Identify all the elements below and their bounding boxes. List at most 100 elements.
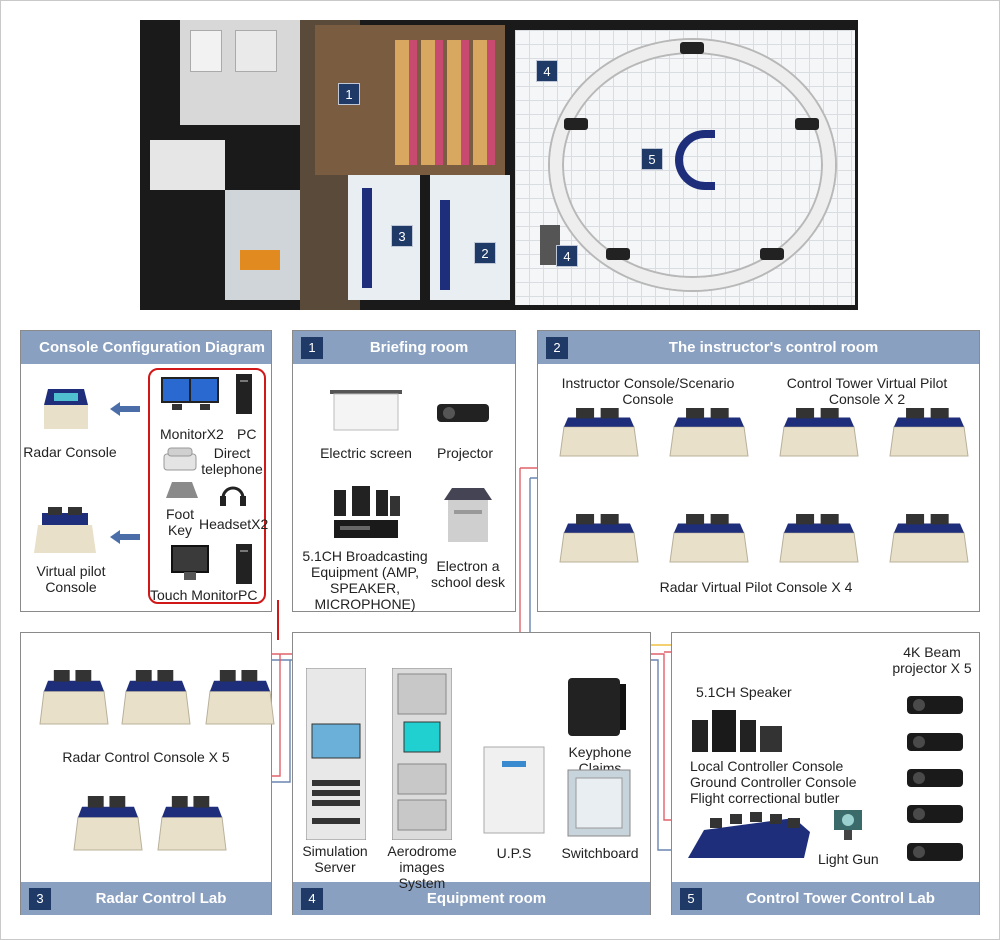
- projector-icon: [606, 248, 630, 260]
- projector-label: Projector: [436, 445, 494, 461]
- arrow-left-icon: [110, 530, 140, 549]
- panel-title: Briefing room: [369, 339, 469, 356]
- speaker-image: [690, 706, 786, 759]
- instructor-room-panel: 2 The instructor's control room: [537, 330, 980, 612]
- virtual-pilot-console-image: [778, 406, 860, 463]
- tower-lab-panel: 5 Control Tower Control Lab: [671, 632, 980, 915]
- beam-projector-icon: [905, 730, 965, 759]
- office-desk: [240, 250, 280, 270]
- electric-screen-label: Electric screen: [320, 445, 412, 461]
- light-gun-image: [826, 800, 870, 847]
- simulation-server-label: Simulation Server: [302, 843, 368, 875]
- radar-control-console-image: [38, 668, 110, 731]
- panel-title: Equipment room: [426, 890, 547, 907]
- beam-projector-icon: [905, 693, 965, 722]
- pc-label: PC: [237, 426, 257, 442]
- equipment-cabinet: [540, 225, 560, 265]
- electronic-desk-label: Electron a school desk: [431, 558, 505, 590]
- pc-tower-icon: [236, 544, 252, 589]
- light-gun-label: Light Gun: [818, 851, 879, 867]
- virtual-pilot-console-image: [668, 406, 750, 463]
- marker-tower: 5: [641, 148, 663, 170]
- aerodrome-label: Aerodrome images System: [387, 843, 457, 891]
- panel-title: Control Tower Control Lab: [746, 890, 935, 907]
- broadcasting-label: 5.1CH Broadcasting Equipment (AMP, SPEAK…: [302, 548, 428, 612]
- virtual-pilot-console-image: [778, 512, 860, 569]
- radar-control-console-image: [72, 794, 144, 857]
- foot-key-icon: [164, 478, 200, 507]
- aerodrome-rack: [391, 667, 453, 845]
- keyphone-image: [566, 676, 626, 743]
- beam-projector-icon: [905, 766, 965, 795]
- headset-icon: [218, 480, 248, 515]
- radar-control-console-label: Radar Control Console X 5: [62, 749, 230, 765]
- projector-icon: [760, 248, 784, 260]
- broadcasting-equipment-image: [330, 486, 402, 547]
- panel-header: 3 Radar Control Lab: [21, 882, 271, 915]
- radar-control-console-image: [156, 794, 228, 857]
- panel-header: 2 The instructor's control room: [538, 331, 979, 364]
- tower-console: [675, 130, 715, 190]
- speaker-label: 5.1CH Speaker: [696, 684, 792, 700]
- ups-image: [482, 745, 546, 840]
- virtual-pilot-console-image: [888, 406, 970, 463]
- pc2-label: PC: [238, 587, 258, 603]
- headset-label: HeadsetX2: [199, 516, 269, 532]
- monitor-icon: [160, 376, 222, 417]
- panel-number: 3: [29, 887, 51, 910]
- panel-title: Radar Control Lab: [95, 890, 227, 907]
- briefing-room-panel: 1 Briefing room: [292, 330, 516, 612]
- briefing-room-desks: [395, 40, 495, 165]
- panel-number: 1: [301, 336, 323, 359]
- switchboard-label: Switchboard: [561, 845, 639, 861]
- tower-virtual-console-label: Control Tower Virtual Pilot Console X 2: [786, 375, 948, 407]
- marker-equipment-bottom: 4: [556, 245, 578, 267]
- beam-projector-icon: [905, 840, 965, 869]
- panel-number: 4: [301, 887, 323, 910]
- radar-console-label: Radar Console: [23, 444, 117, 460]
- panel-header: Console Configuration Diagram: [21, 331, 271, 364]
- virtual-pilot-console-image: [558, 512, 640, 569]
- tower-consoles-label: Local Controller Console Ground Controll…: [690, 758, 857, 806]
- projector-icon: [680, 42, 704, 54]
- electric-screen-image: [330, 390, 402, 437]
- floor-plan: 1 2 3 4 4 5: [140, 20, 858, 310]
- instructor-room-consoles: [440, 200, 450, 290]
- restroom-fixture: [235, 30, 277, 72]
- marker-radar: 3: [391, 225, 413, 247]
- stair-area: [150, 140, 225, 190]
- instructor-console-label: Instructor Console/Scenario Console: [561, 375, 735, 407]
- panel-header: 5 Control Tower Control Lab: [672, 882, 979, 915]
- console-components-box: [148, 368, 266, 604]
- monitor-label: MonitorX2: [160, 426, 224, 442]
- tower-console-image: [684, 808, 814, 869]
- radar-console-image: [40, 385, 92, 431]
- virtual-pilot-console-image: [888, 512, 970, 569]
- switchboard-image: [566, 768, 632, 843]
- virtual-pilot-console-image: [558, 406, 640, 463]
- panel-number: 2: [546, 336, 568, 359]
- panel-header: 4 Equipment room: [293, 882, 650, 915]
- foot-key-label: Foot Key: [165, 506, 194, 538]
- radar-control-console-image: [120, 668, 192, 731]
- marker-briefing: 1: [338, 83, 360, 105]
- virtual-pilot-console-image: [668, 512, 750, 569]
- pc-tower-icon: [236, 374, 252, 419]
- beam-projector-icon: [905, 802, 965, 831]
- restroom-fixture: [190, 30, 222, 72]
- beam-projector-label: 4K Beam projector X 5: [892, 644, 972, 676]
- panel-header: 1 Briefing room: [293, 331, 515, 364]
- electronic-desk-image: [440, 486, 496, 551]
- ups-label: U.P.S: [496, 845, 532, 861]
- panel-number: 5: [680, 887, 702, 910]
- console-config-panel: Console Configuration Diagram: [20, 330, 272, 612]
- marker-equipment-top: 4: [536, 60, 558, 82]
- projector-icon: [795, 118, 819, 130]
- arrow-left-icon: [110, 402, 140, 421]
- marker-instructor: 2: [474, 242, 496, 264]
- telephone-label: Direct telephone: [201, 445, 263, 477]
- radar-virtual-console-label: Radar Virtual Pilot Console X 4: [659, 579, 853, 595]
- telephone-icon: [162, 446, 198, 477]
- projector-icon: [564, 118, 588, 130]
- touch-monitor-icon: [170, 544, 210, 587]
